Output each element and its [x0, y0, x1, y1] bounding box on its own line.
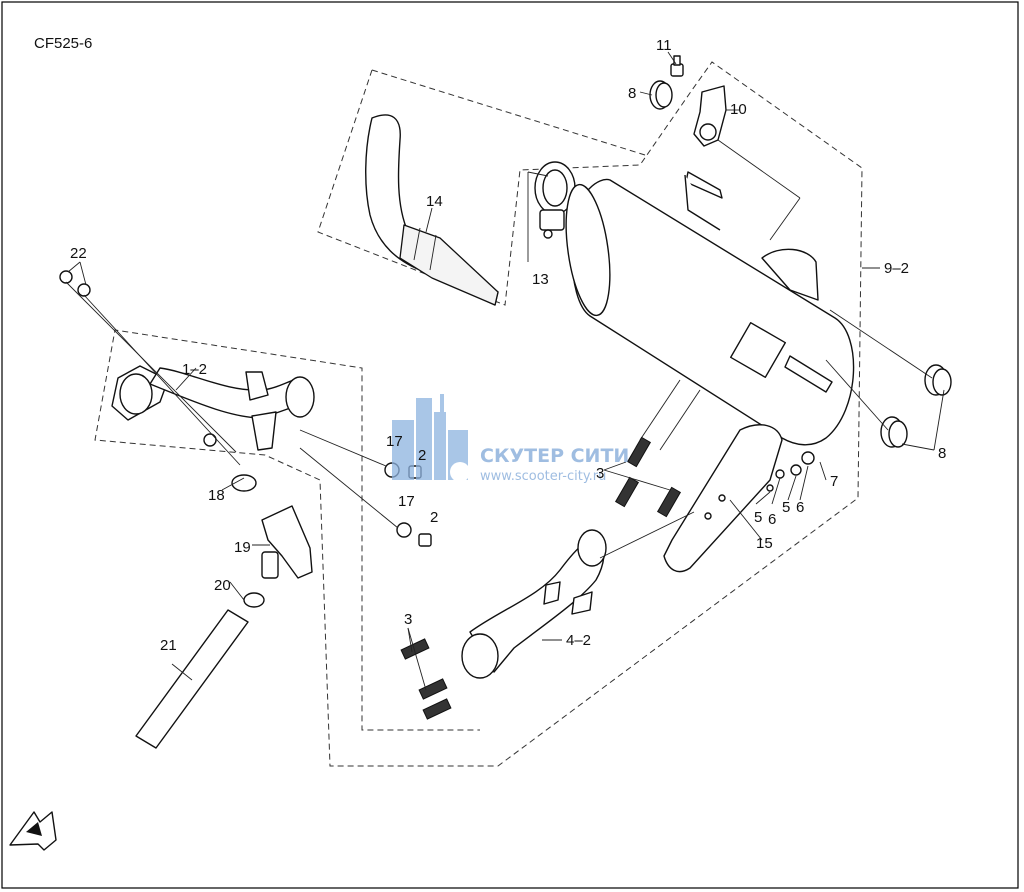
- part-1-2-header-pipe: [111, 365, 315, 451]
- part-8-grommet-right-b: [880, 416, 908, 448]
- callout-15: 15: [756, 535, 773, 552]
- part-18-gasket: [231, 474, 257, 492]
- callout-1-2: 1–2: [182, 361, 207, 378]
- part-10-bracket: [693, 85, 727, 147]
- part-11-bolt: [670, 55, 684, 77]
- callout-14: 14: [426, 193, 443, 210]
- callout-5-a: 5: [754, 509, 762, 526]
- callout-3-lower: 3: [404, 611, 412, 628]
- diagram-code: CF525-6: [34, 35, 92, 52]
- part-19-sensor: [261, 505, 313, 579]
- callout-11: 11: [656, 37, 672, 54]
- part-4-2-rear-pipe: [461, 529, 607, 679]
- part-9-2-muffler: [565, 171, 855, 451]
- callout-labels: 11 8 10 14 13 9–2 22 1–2 8 17 2 3 7 18 1…: [70, 37, 946, 654]
- watermark: СКУТЕР СИТИ www.scooter-city.ru: [392, 394, 629, 484]
- callout-8-right: 8: [938, 445, 946, 462]
- callout-9-2: 9–2: [884, 260, 909, 277]
- callout-20: 20: [214, 577, 231, 594]
- callout-17-lower: 17: [398, 493, 415, 510]
- callout-6-b: 6: [796, 499, 804, 516]
- part-20-oring: [243, 592, 265, 608]
- part-17-2-lower: [396, 522, 432, 547]
- callout-18: 18: [208, 487, 225, 504]
- part-3-springs-lower: [400, 638, 452, 720]
- front-direction-arrow-icon: [9, 811, 57, 851]
- part-15-heat-shield: [663, 424, 783, 573]
- part-8-grommet-right-a: [924, 364, 952, 396]
- callout-19: 19: [234, 539, 251, 556]
- leader-lines: [65, 51, 945, 691]
- callout-22: 22: [70, 245, 87, 262]
- watermark-title: СКУТЕР СИТИ: [480, 445, 629, 467]
- callout-21: 21: [160, 637, 177, 654]
- part-5-6-7-hardware: [766, 451, 815, 492]
- part-3-springs-upper: [614, 436, 682, 518]
- callout-3-upper: 3: [596, 465, 604, 482]
- callout-2-lower: 2: [430, 509, 438, 526]
- headpipe-group-boundary: [371, 69, 646, 156]
- callout-5-b: 5: [782, 499, 790, 516]
- muffler-group-boundary: [94, 61, 863, 767]
- callout-6-a: 6: [768, 511, 776, 528]
- part-13-clamp: [534, 161, 576, 239]
- callout-4-2: 4–2: [566, 632, 591, 649]
- callout-2-upper: 2: [418, 447, 426, 464]
- callout-17-upper: 17: [386, 433, 403, 450]
- watermark-url: www.scooter-city.ru: [480, 469, 606, 484]
- callout-10: 10: [730, 101, 747, 118]
- callout-7: 7: [830, 473, 838, 490]
- city-skyline-logo: [392, 394, 470, 482]
- callout-13: 13: [532, 271, 549, 288]
- part-14-pipe-shield: [365, 114, 499, 306]
- callout-8-top: 8: [628, 85, 636, 102]
- part-21-tube: [135, 609, 249, 749]
- part-22-nuts: [59, 270, 91, 297]
- part-8-grommet-top: [649, 80, 673, 110]
